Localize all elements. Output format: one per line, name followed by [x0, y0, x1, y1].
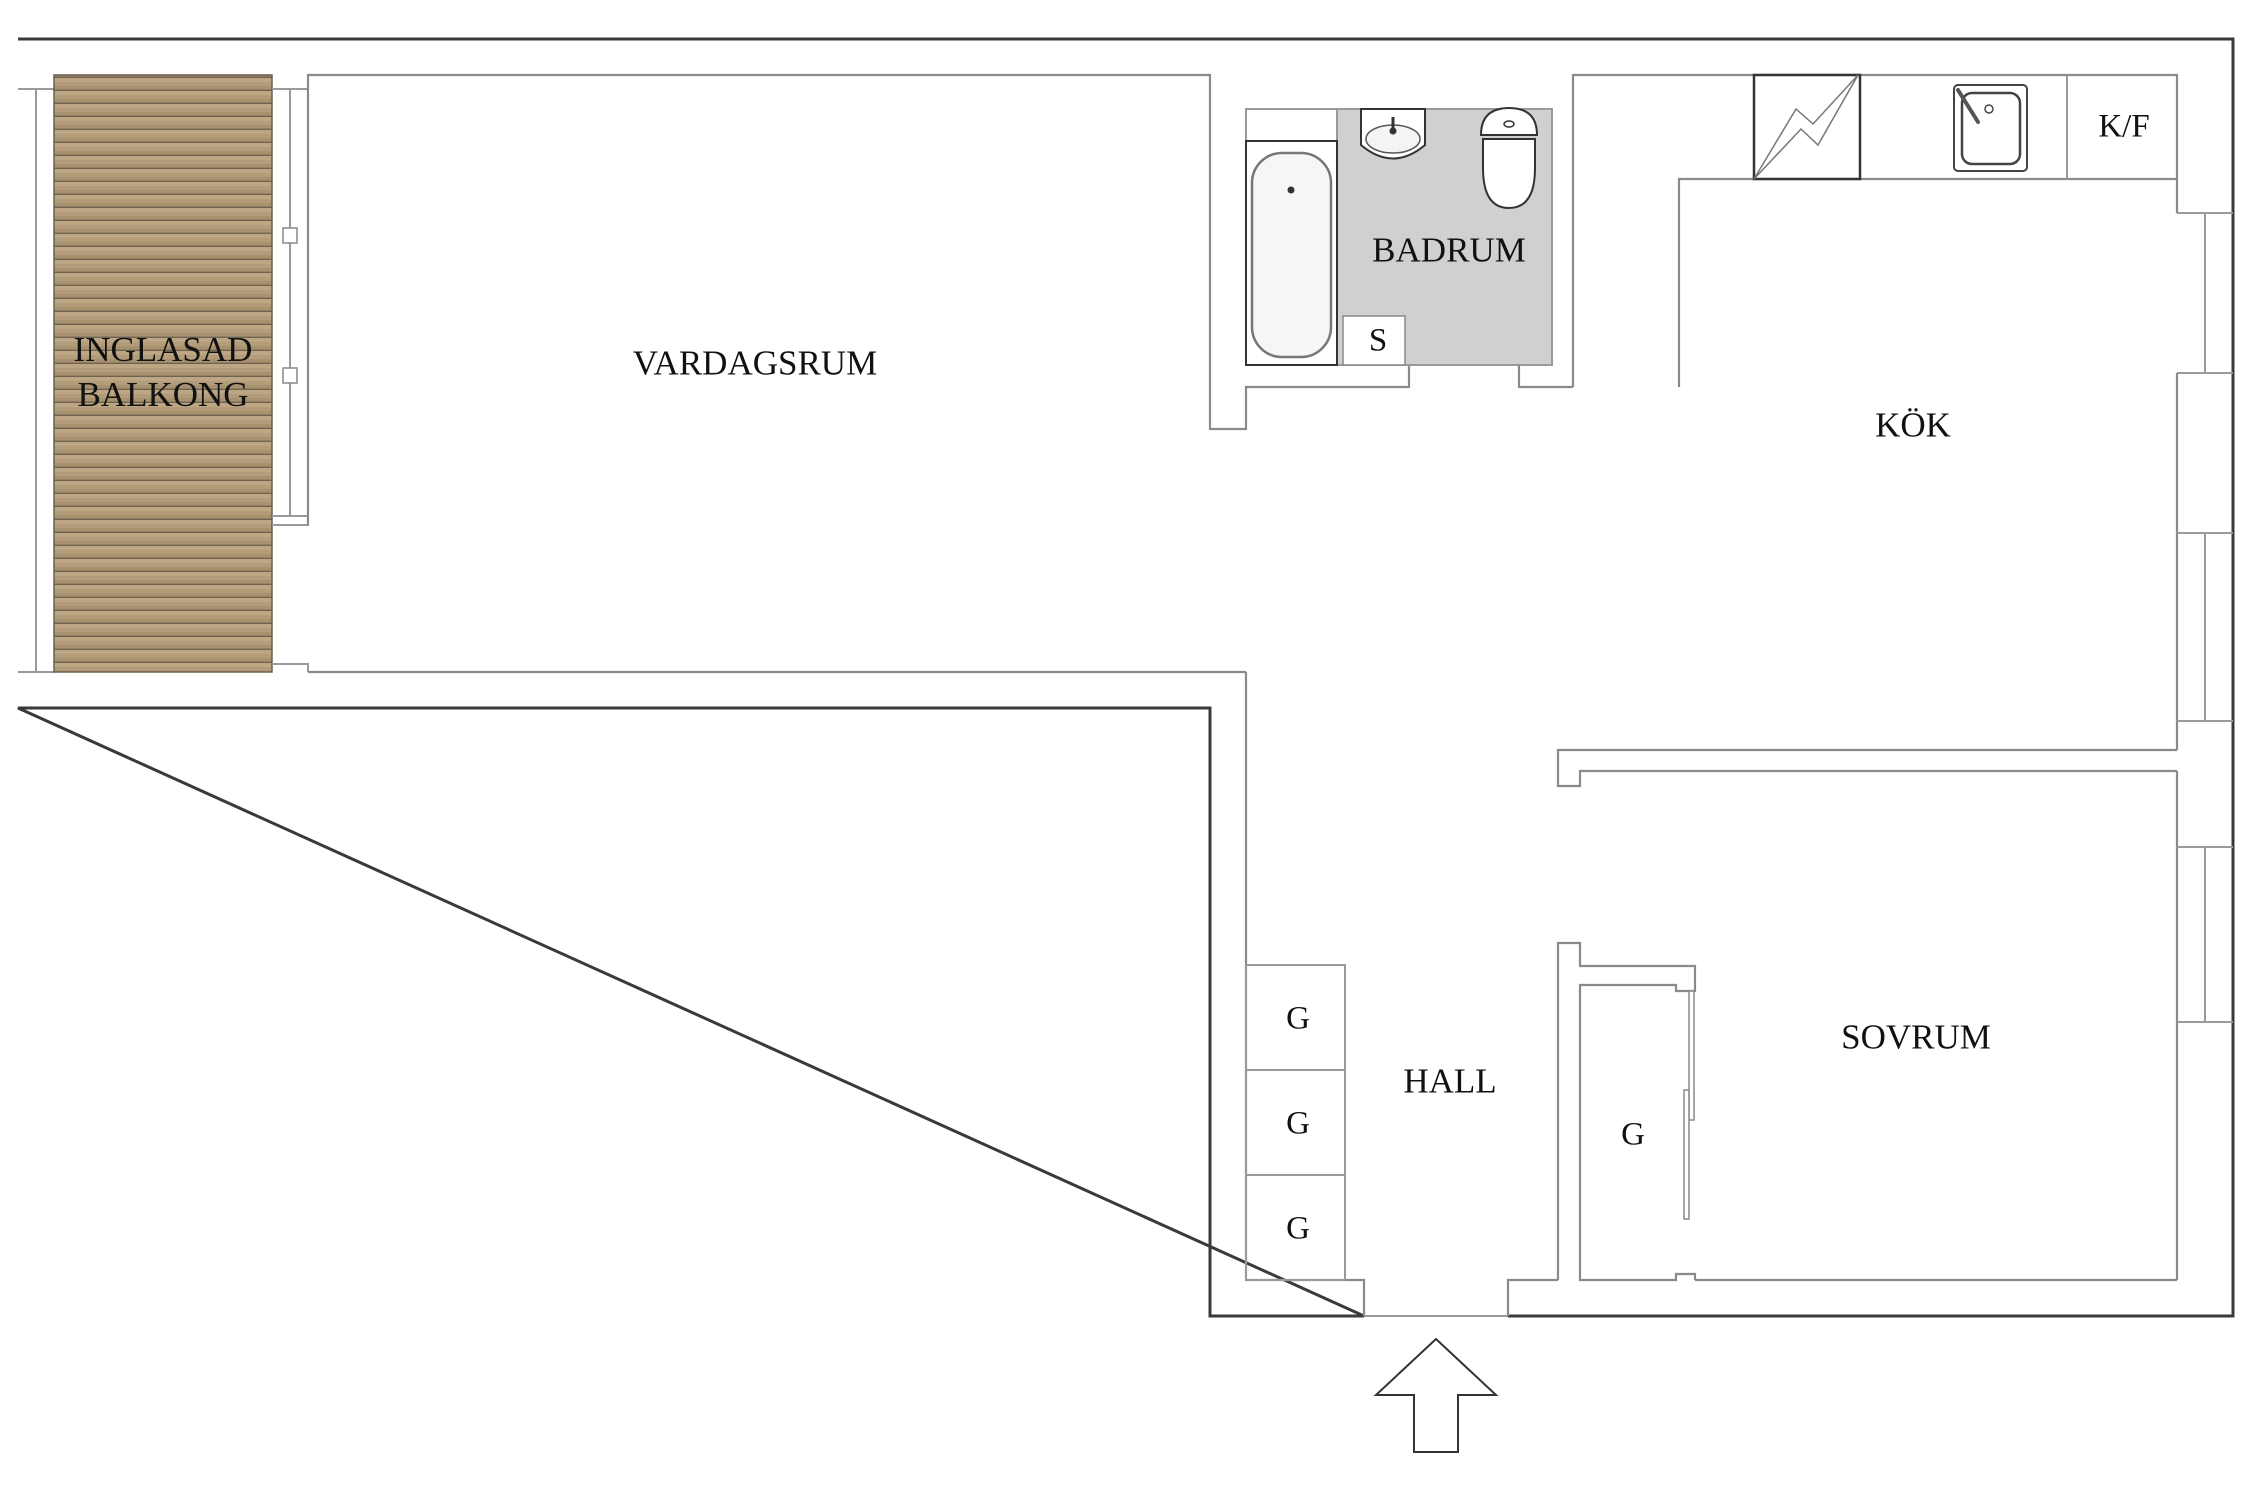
- fridge-freezer-label: K/F: [2098, 108, 2150, 145]
- hall: [1244, 964, 1558, 1316]
- bedroom-wardrobe-label: G: [1621, 1116, 1645, 1153]
- bathtub-basin: [1250, 151, 1333, 359]
- sliding-door: [1683, 1089, 1690, 1220]
- living-room-walls: [306, 73, 1411, 525]
- hall-wardrobe: [1245, 1174, 1346, 1281]
- balcony-label-line1: INGLASAD: [73, 330, 253, 369]
- door-hinge-icon: [282, 367, 298, 384]
- bathroom-label: BADRUM: [1372, 230, 1526, 270]
- living-room-label: VARDAGSRUM: [632, 343, 878, 383]
- bedroom: [1556, 771, 2233, 1282]
- bedroom-label: SOVRUM: [1841, 1017, 1991, 1057]
- hall-wardrobe-label: G: [1286, 1105, 1310, 1142]
- balcony: [18, 74, 309, 673]
- tub-ledge: [1245, 108, 1338, 142]
- arrow-up-icon: [1373, 1337, 1499, 1453]
- kitchen-label: KÖK: [1875, 405, 1951, 445]
- stove-lightning-icon: [1753, 74, 1859, 180]
- partition-wall: [1556, 748, 2177, 788]
- balcony-label: INGLASAD BALKONG: [74, 327, 253, 417]
- bedroom-wardrobe: [1556, 941, 1697, 1282]
- outer-wall: [17, 37, 2235, 1318]
- balcony-label-line2: BALKONG: [77, 375, 249, 414]
- sliding-door: [1688, 990, 1695, 1121]
- kitchen: [1571, 73, 2233, 750]
- door-hinge-icon: [282, 227, 298, 244]
- hall-label: HALL: [1403, 1061, 1497, 1101]
- bathroom: [1245, 106, 1573, 389]
- balcony-deck: [53, 74, 273, 673]
- hall-wardrobe-label: G: [1286, 1000, 1310, 1037]
- hall-wardrobe-label: G: [1286, 1210, 1310, 1247]
- faucet: [1956, 88, 1980, 124]
- drain-icon: [1984, 104, 1994, 114]
- drain-icon: [1287, 186, 1295, 194]
- washer-box: [1342, 315, 1406, 366]
- washer-label: S: [1368, 322, 1388, 359]
